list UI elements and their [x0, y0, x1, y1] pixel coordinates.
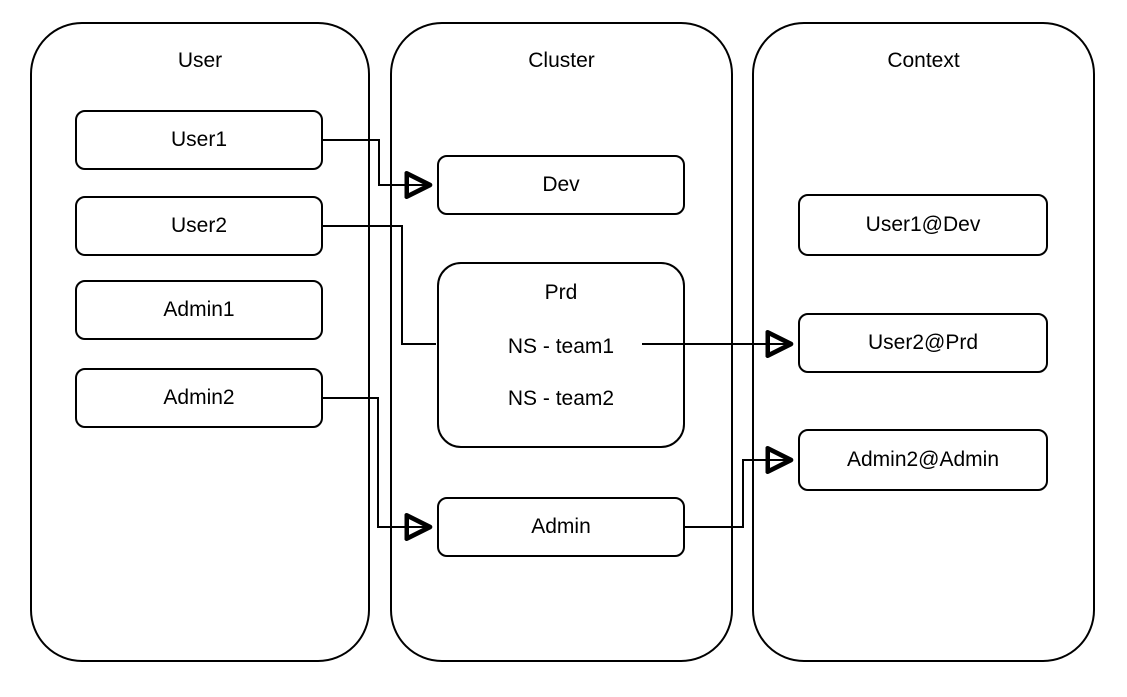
node-user2-prd: User2@Prd	[798, 313, 1048, 373]
node-prd-ns-team2: NS - team2	[507, 387, 615, 410]
node-admin2-admin: Admin2@Admin	[798, 429, 1048, 491]
container-cluster-title: Cluster	[528, 49, 595, 72]
node-prd: Prd NS - team1 NS - team2	[437, 262, 685, 448]
container-context-title: Context	[887, 49, 960, 72]
node-user1: User1	[75, 110, 323, 170]
node-dev-label: Dev	[542, 173, 580, 196]
container-user-title: User	[177, 49, 223, 72]
node-prd-title: Prd	[544, 281, 578, 304]
node-admin1: Admin1	[75, 280, 323, 340]
node-user1-dev: User1@Dev	[798, 194, 1048, 256]
node-admin2-label: Admin2	[163, 386, 235, 409]
node-admin2-admin-label: Admin2@Admin	[846, 448, 1000, 471]
node-admin2: Admin2	[75, 368, 323, 428]
node-admin-label: Admin	[531, 515, 591, 538]
node-admin: Admin	[437, 497, 685, 557]
node-dev: Dev	[437, 155, 685, 215]
node-user1-dev-label: User1@Dev	[865, 213, 981, 236]
node-admin1-label: Admin1	[163, 298, 235, 321]
node-user2: User2	[75, 196, 323, 256]
node-user1-label: User1	[170, 128, 228, 151]
node-prd-ns-team1: NS - team1	[507, 335, 615, 358]
node-user2-prd-label: User2@Prd	[867, 331, 978, 354]
node-user2-label: User2	[170, 214, 228, 237]
